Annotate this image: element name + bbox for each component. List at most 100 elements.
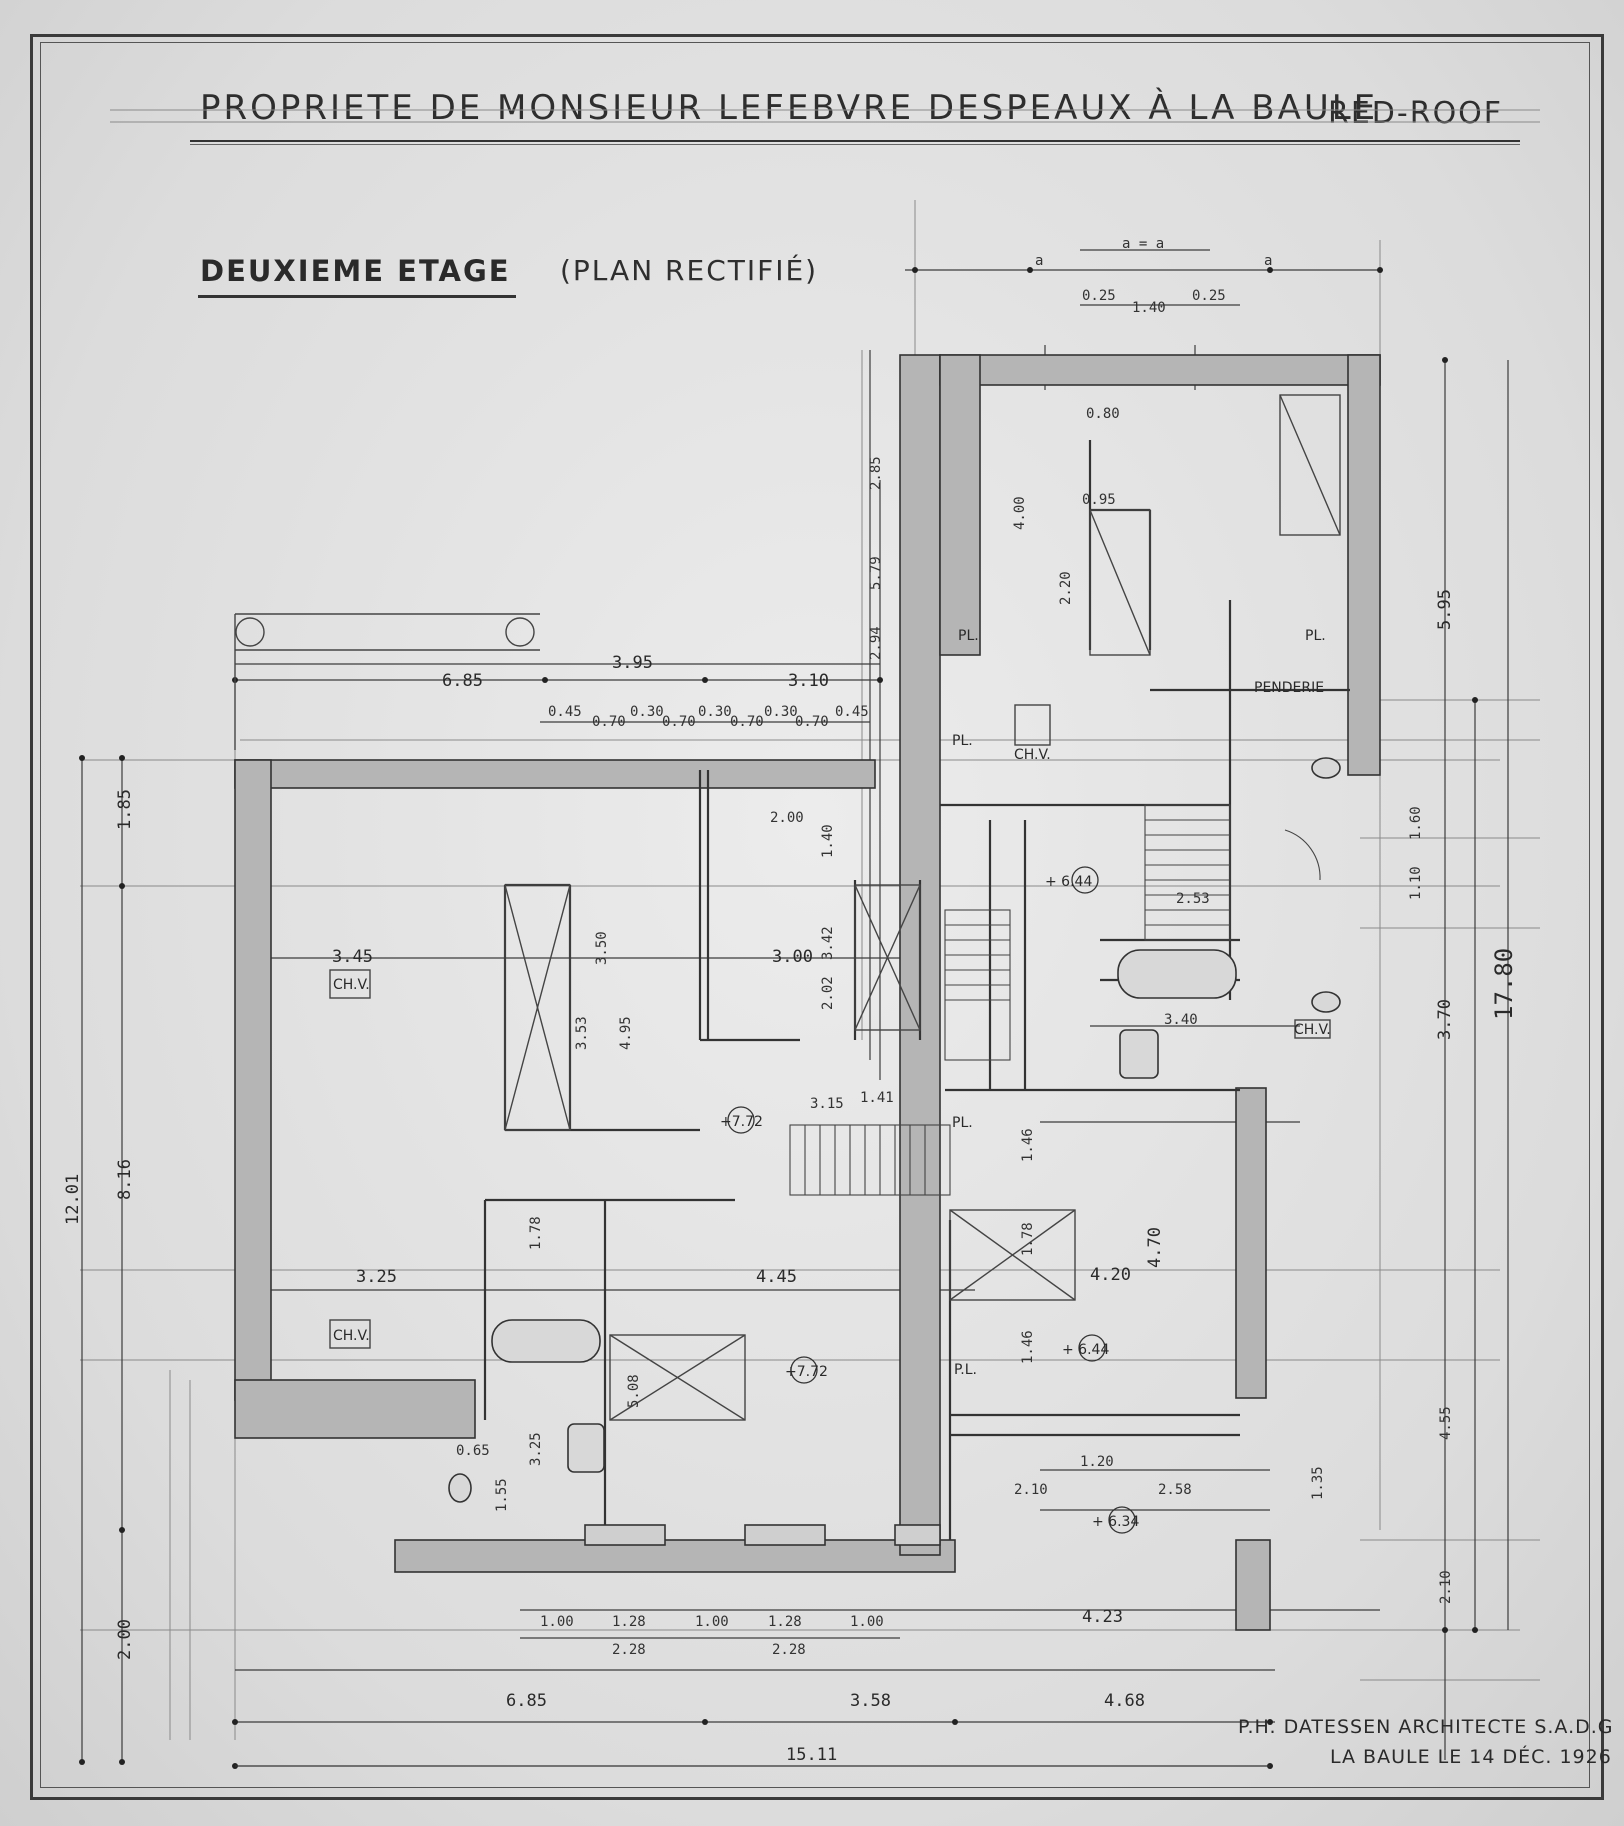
- dim-080: 0.80: [1086, 406, 1120, 422]
- dim-1780: 17.80: [1490, 948, 1518, 1020]
- dim-350: 3.50: [594, 931, 610, 965]
- dim-128-a: 1.28: [612, 1614, 646, 1630]
- signature-date: LA BAULE LE 14 DÉC. 1926: [1330, 1746, 1612, 1768]
- dim-025-right: 0.25: [1192, 288, 1226, 304]
- dim-100-c: 1.00: [850, 1614, 884, 1630]
- dim-595: 5.95: [1435, 589, 1455, 630]
- exterior-walls: [234, 354, 1381, 1631]
- dim-110: 1.10: [1408, 866, 1424, 900]
- dim-135: 1.35: [1310, 1466, 1326, 1500]
- floor-label-underline: [198, 295, 516, 298]
- dim-160: 1.60: [1408, 806, 1424, 840]
- dim-141: 1.41: [860, 1090, 894, 1106]
- dim-294: 2.94: [868, 626, 884, 660]
- dim-100-b: 1.00: [695, 1614, 729, 1630]
- dim-579: 5.79: [868, 556, 884, 590]
- dim-a-equals: a = a: [1122, 236, 1164, 252]
- dim-258: 2.58: [1158, 1482, 1192, 1498]
- dim-128-b: 1.28: [768, 1614, 802, 1630]
- dim-a-center: a: [1035, 253, 1043, 269]
- label-chimney-2: CH.V.: [333, 1328, 370, 1344]
- dim-300: 3.00: [772, 947, 813, 967]
- dim-342: 3.42: [820, 926, 836, 960]
- label-chimney-4: CH.V.: [1294, 1022, 1331, 1038]
- dim-508: 5.08: [626, 1374, 642, 1408]
- dim-030-a: 0.30: [630, 704, 664, 720]
- dim-228-b: 2.28: [772, 1642, 806, 1658]
- sheet-border-outer: [30, 34, 1604, 1800]
- label-placard-2: PL.: [1305, 628, 1326, 644]
- sheet-title: PROPRIETE DE MONSIEUR LEFEBVRE DESPEAUX …: [200, 88, 1379, 128]
- dim-120: 1.20: [1080, 1454, 1114, 1470]
- label-chimney-3: CH.V.: [1014, 747, 1051, 763]
- dim-065: 0.65: [456, 1443, 490, 1459]
- dim-253: 2.53: [1176, 891, 1210, 907]
- shaft-crosses: [329, 394, 1341, 1421]
- level-marker-644a: + 6.44: [1045, 874, 1092, 890]
- dim-468: 4.68: [1104, 1691, 1145, 1711]
- dim-200-mid: 2.00: [770, 810, 804, 826]
- dim-400: 4.00: [1012, 496, 1028, 530]
- dim-045-a: 0.45: [548, 704, 582, 720]
- dim-325: 3.25: [356, 1267, 397, 1287]
- dim-070-c: 0.70: [730, 714, 764, 730]
- label-placard-4: PL.: [952, 1115, 973, 1131]
- dim-100-a: 1.00: [540, 1614, 574, 1630]
- dim-202: 2.02: [820, 976, 836, 1010]
- dim-395: 3.95: [612, 653, 653, 673]
- staircases: [789, 804, 1321, 1196]
- level-marker-644b: + 6.44: [1062, 1342, 1109, 1358]
- dim-345: 3.45: [332, 947, 373, 967]
- level-marker-772b: +7.72: [785, 1364, 828, 1380]
- house-name: RED-ROOF: [1328, 96, 1504, 131]
- dim-140: 1.40: [1132, 300, 1166, 316]
- terrace-outline: [234, 613, 540, 750]
- dim-1201: 12.01: [63, 1174, 83, 1225]
- dim-155: 1.55: [494, 1478, 510, 1512]
- dim-228-a: 2.28: [612, 1642, 646, 1658]
- dim-140-mid: 1.40: [820, 824, 836, 858]
- dim-685-bottom: 6.85: [506, 1691, 547, 1711]
- dim-030-c: 0.30: [764, 704, 798, 720]
- level-marker-634: + 6.34: [1092, 1514, 1139, 1530]
- dim-1511: 15.11: [786, 1745, 837, 1765]
- dim-445: 4.45: [756, 1267, 797, 1287]
- windows: [584, 1524, 941, 1546]
- dim-095: 0.95: [1082, 492, 1116, 508]
- dim-200-left: 2.00: [115, 1619, 135, 1660]
- label-placard-1: PL.: [958, 628, 979, 644]
- sanitary-fixtures: [448, 757, 1341, 1503]
- dim-178-left: 1.78: [528, 1216, 544, 1250]
- dim-423: 4.23: [1082, 1607, 1123, 1627]
- dim-146-a: 1.46: [1020, 1128, 1036, 1162]
- dim-816: 8.16: [115, 1159, 135, 1200]
- dim-470: 4.70: [1145, 1227, 1165, 1268]
- title-underline-thin: [190, 144, 1520, 145]
- dim-220: 2.20: [1058, 571, 1074, 605]
- dim-070-d: 0.70: [795, 714, 829, 730]
- dimension-lines: [81, 249, 1509, 1762]
- dim-315: 3.15: [810, 1096, 844, 1112]
- dim-185: 1.85: [115, 789, 135, 830]
- floor-note: (PLAN RECTIFIÉ): [560, 254, 819, 287]
- dim-455: 4.55: [1438, 1406, 1454, 1440]
- dim-146-b: 1.46: [1020, 1330, 1036, 1364]
- dimension-ticks: [79, 267, 1478, 1769]
- label-placard-5: P.L.: [954, 1362, 977, 1378]
- level-circles: [727, 866, 1136, 1534]
- dim-030-b: 0.30: [698, 704, 732, 720]
- title-underline: [190, 140, 1520, 142]
- dim-340: 3.40: [1164, 1012, 1198, 1028]
- dim-025-left: 0.25: [1082, 288, 1116, 304]
- dim-310: 3.10: [788, 671, 829, 691]
- dim-358: 3.58: [850, 1691, 891, 1711]
- dim-325-b: 3.25: [528, 1432, 544, 1466]
- dim-045-b: 0.45: [835, 704, 869, 720]
- level-marker-772a: +7.72: [720, 1114, 763, 1130]
- sheet-border-inner: [40, 42, 1590, 1788]
- dim-178: 1.78: [1020, 1222, 1036, 1256]
- floor-label: DEUXIEME ETAGE: [200, 254, 511, 288]
- dim-070-a: 0.70: [592, 714, 626, 730]
- label-placard-3: PL.: [952, 733, 973, 749]
